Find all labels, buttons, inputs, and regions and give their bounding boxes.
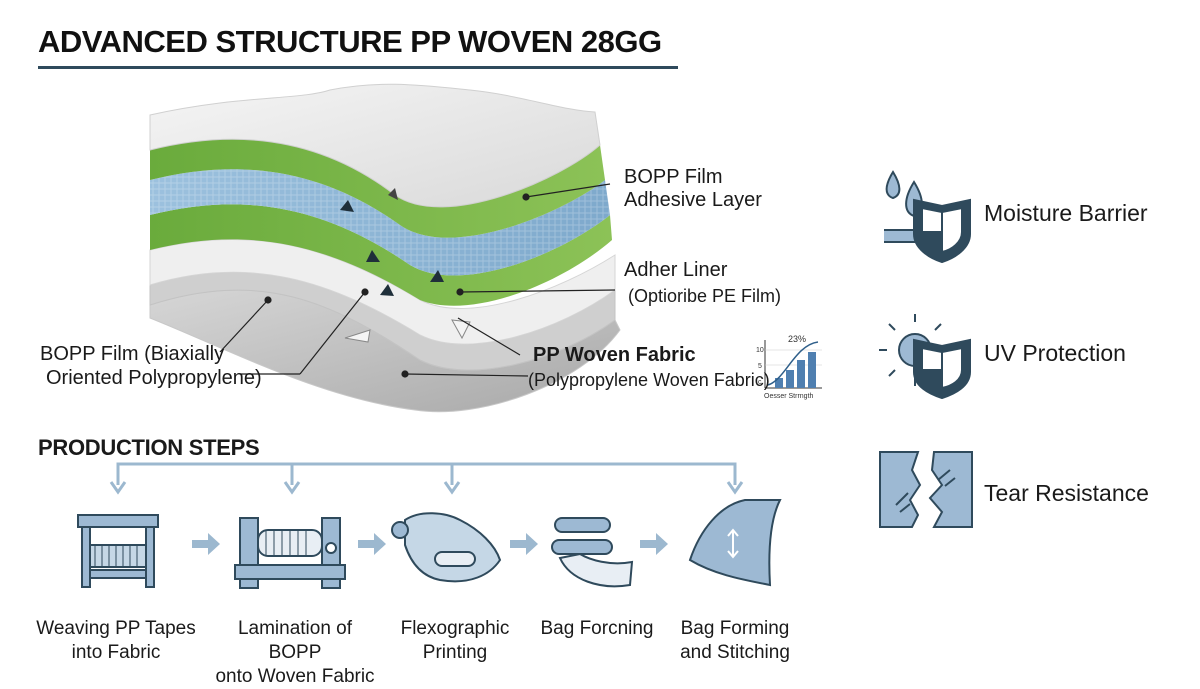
- moisture-shield-icon: [884, 170, 971, 264]
- label-pp-woven-desc: (Polypropylene Woven Fabric): [528, 370, 770, 390]
- feature-uv-protection: UV Protection: [984, 340, 1126, 366]
- label-bopp-biaxially: BOPP Film (Biaxially: [40, 343, 225, 365]
- flow-down-arrow: [283, 481, 301, 495]
- step-arrows: [192, 533, 668, 555]
- roller-press-icon: [551, 517, 634, 588]
- step-label-printing: Flexographic Printing: [370, 617, 540, 665]
- step-line1: Bag Forcning: [540, 618, 654, 639]
- step-label-bag-forming: Bag Forming and Stitching: [650, 617, 820, 665]
- step-arrow-icon: [192, 533, 220, 555]
- mini-chart-curve: [767, 341, 819, 386]
- step-arrow-icon: [640, 533, 668, 555]
- label-adher-liner: Adher Liner: [624, 259, 728, 281]
- diagram-canvas: 23% 10 5 c Oesser Strrngth: [77, 83, 973, 589]
- step-line1: Flexographic: [400, 618, 510, 639]
- step-line2: Printing: [422, 642, 488, 663]
- loom-icon: [77, 514, 159, 588]
- layer-arrow-icon: [344, 329, 371, 343]
- mini-chart-tick: 10: [756, 347, 764, 354]
- layer-arrow-icon: [380, 284, 394, 296]
- feature-moisture-barrier: Moisture Barrier: [984, 200, 1148, 226]
- layer-arrow-icon: [340, 200, 354, 212]
- torn-fabric-icon: [879, 451, 973, 528]
- layer-arrow-icon: [451, 319, 471, 340]
- laminator-icon: [234, 517, 346, 589]
- step-label-weaving: Weaving PP Tapes into Fabric: [31, 617, 201, 665]
- mini-strength-chart: 23% 10 5 c Oesser Strrngth: [756, 334, 822, 400]
- mini-chart-bar: [797, 360, 805, 388]
- mini-chart-bar: [808, 352, 816, 388]
- layer-green-lower: [150, 204, 612, 306]
- page-title: ADVANCED STRUCTURE PP WOVEN 28GG: [38, 24, 662, 59]
- step-arrow-icon: [358, 533, 386, 555]
- mini-chart-bar: [775, 378, 783, 388]
- step-arrow-icon: [510, 533, 538, 555]
- flow-down-arrow: [726, 481, 744, 495]
- mini-chart-top-label: 23%: [788, 334, 806, 344]
- layer-stack: [149, 83, 621, 413]
- flow-down-arrow: [443, 481, 461, 495]
- step-line2: into Fabric: [71, 642, 161, 663]
- step-label-lamination: Lamination of BOPP onto Woven Fabric: [210, 617, 380, 689]
- step-line1: Weaving PP Tapes: [36, 618, 196, 639]
- label-adhesive-layer: Adhesive Layer: [624, 189, 762, 211]
- title-underline: [38, 66, 678, 69]
- layer-arrow-icon: [388, 188, 398, 200]
- production-steps-title: PRODUCTION STEPS: [38, 435, 260, 460]
- layer-arrow-icon: [430, 270, 444, 282]
- label-oriented-polypropylene: Oriented Polypropylene): [46, 367, 262, 389]
- mini-chart-tick: 5: [758, 363, 762, 370]
- layer-bopp-top: [149, 83, 601, 208]
- sun-shield-icon: [879, 314, 971, 400]
- leader-lines: [219, 183, 616, 378]
- layer-arrow-icon: [366, 250, 380, 262]
- mini-chart-tick: c: [758, 379, 762, 386]
- mini-chart-caption: Oesser Strrngth: [764, 393, 814, 400]
- step-line1: Bag Forming: [680, 618, 790, 639]
- layer-green-upper: [150, 139, 605, 238]
- label-bopp-film: BOPP Film: [624, 166, 723, 188]
- printing-roll-icon: [391, 512, 502, 583]
- mini-chart-bar: [786, 370, 794, 388]
- flow-down-arrow: [109, 481, 127, 495]
- step-line1: Lamination of BOPP: [237, 618, 353, 663]
- feature-tear-resistance: Tear Resistance: [984, 480, 1149, 506]
- step-line2: onto Woven Fabric: [215, 666, 375, 687]
- layer-blue-weave: [150, 169, 610, 276]
- folded-sheet-icon: [688, 499, 782, 587]
- step-label-bag-forcning: Bag Forcning: [512, 617, 682, 641]
- production-flow-lines: [109, 462, 744, 495]
- label-pp-woven-fabric: PP Woven Fabric: [533, 344, 696, 366]
- step-line2: and Stitching: [680, 642, 790, 663]
- label-pe-film: (Optioribe PE Film): [628, 286, 782, 306]
